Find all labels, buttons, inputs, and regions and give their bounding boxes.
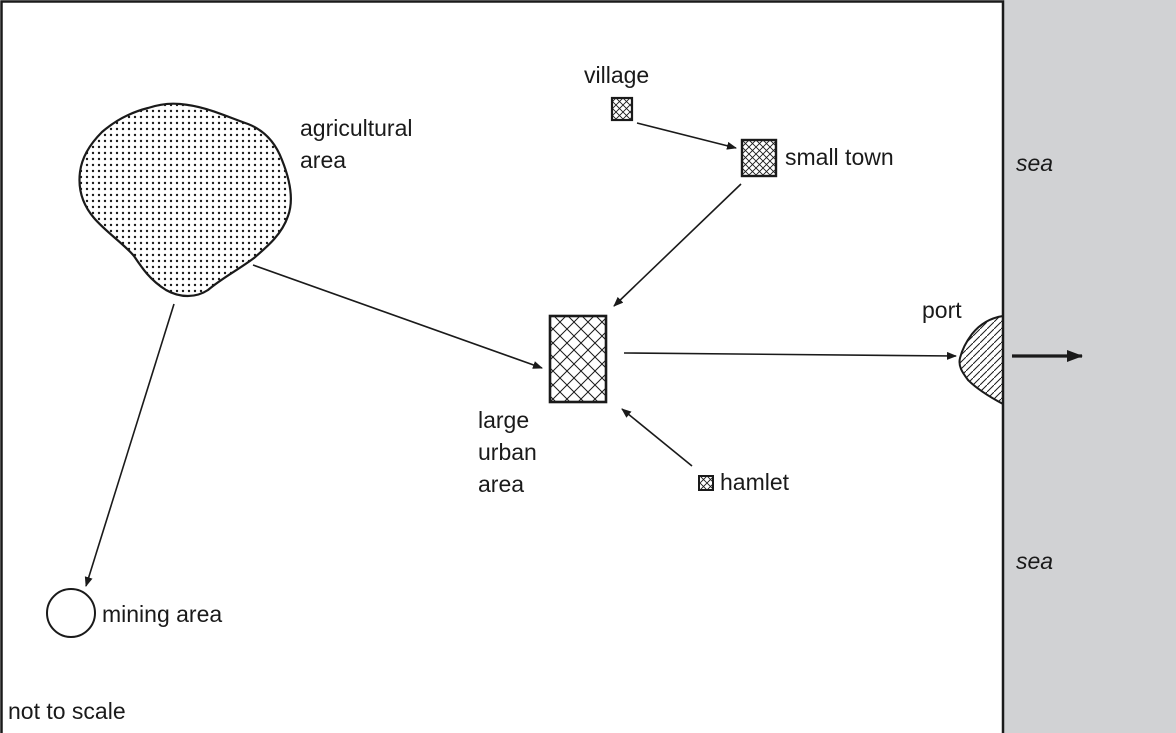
scale-note: not to scale bbox=[8, 698, 126, 724]
sea-label-top: sea bbox=[1016, 150, 1053, 176]
sea-label-bottom: sea bbox=[1016, 548, 1053, 574]
mining-area-marker bbox=[46, 588, 96, 638]
village-label: village bbox=[584, 62, 649, 88]
agricultural-area-label-line1: agricultural bbox=[300, 115, 413, 141]
arrow-large-urban-area-to-port bbox=[623, 351, 957, 360]
large-urban-area-label-line2: urban bbox=[478, 439, 537, 465]
arrow-agricultural-to-mining-area bbox=[84, 303, 175, 587]
arrow-village-to-small-town bbox=[636, 122, 737, 150]
port-shape bbox=[958, 314, 1004, 406]
small-town-marker bbox=[740, 138, 778, 178]
arrow-agricultural-to-large-urban-area bbox=[252, 264, 543, 369]
sea-area bbox=[1003, 0, 1176, 733]
small-town-label: small town bbox=[785, 144, 894, 170]
agricultural-area-shape bbox=[78, 102, 292, 298]
arrow-small-town-to-large-urban-area bbox=[613, 183, 742, 307]
agricultural-area-label-line2: area bbox=[300, 147, 346, 173]
arrow-hamlet-to-large-urban-area bbox=[621, 408, 693, 467]
large-urban-area-marker bbox=[548, 314, 608, 404]
large-urban-area-label-line1: large bbox=[478, 407, 529, 433]
village-marker bbox=[610, 96, 634, 122]
mining-area-label: mining area bbox=[102, 601, 222, 627]
port-label: port bbox=[922, 297, 962, 323]
hamlet-marker bbox=[698, 475, 714, 491]
large-urban-area-label-line3: area bbox=[478, 471, 524, 497]
hamlet-label: hamlet bbox=[720, 469, 790, 495]
